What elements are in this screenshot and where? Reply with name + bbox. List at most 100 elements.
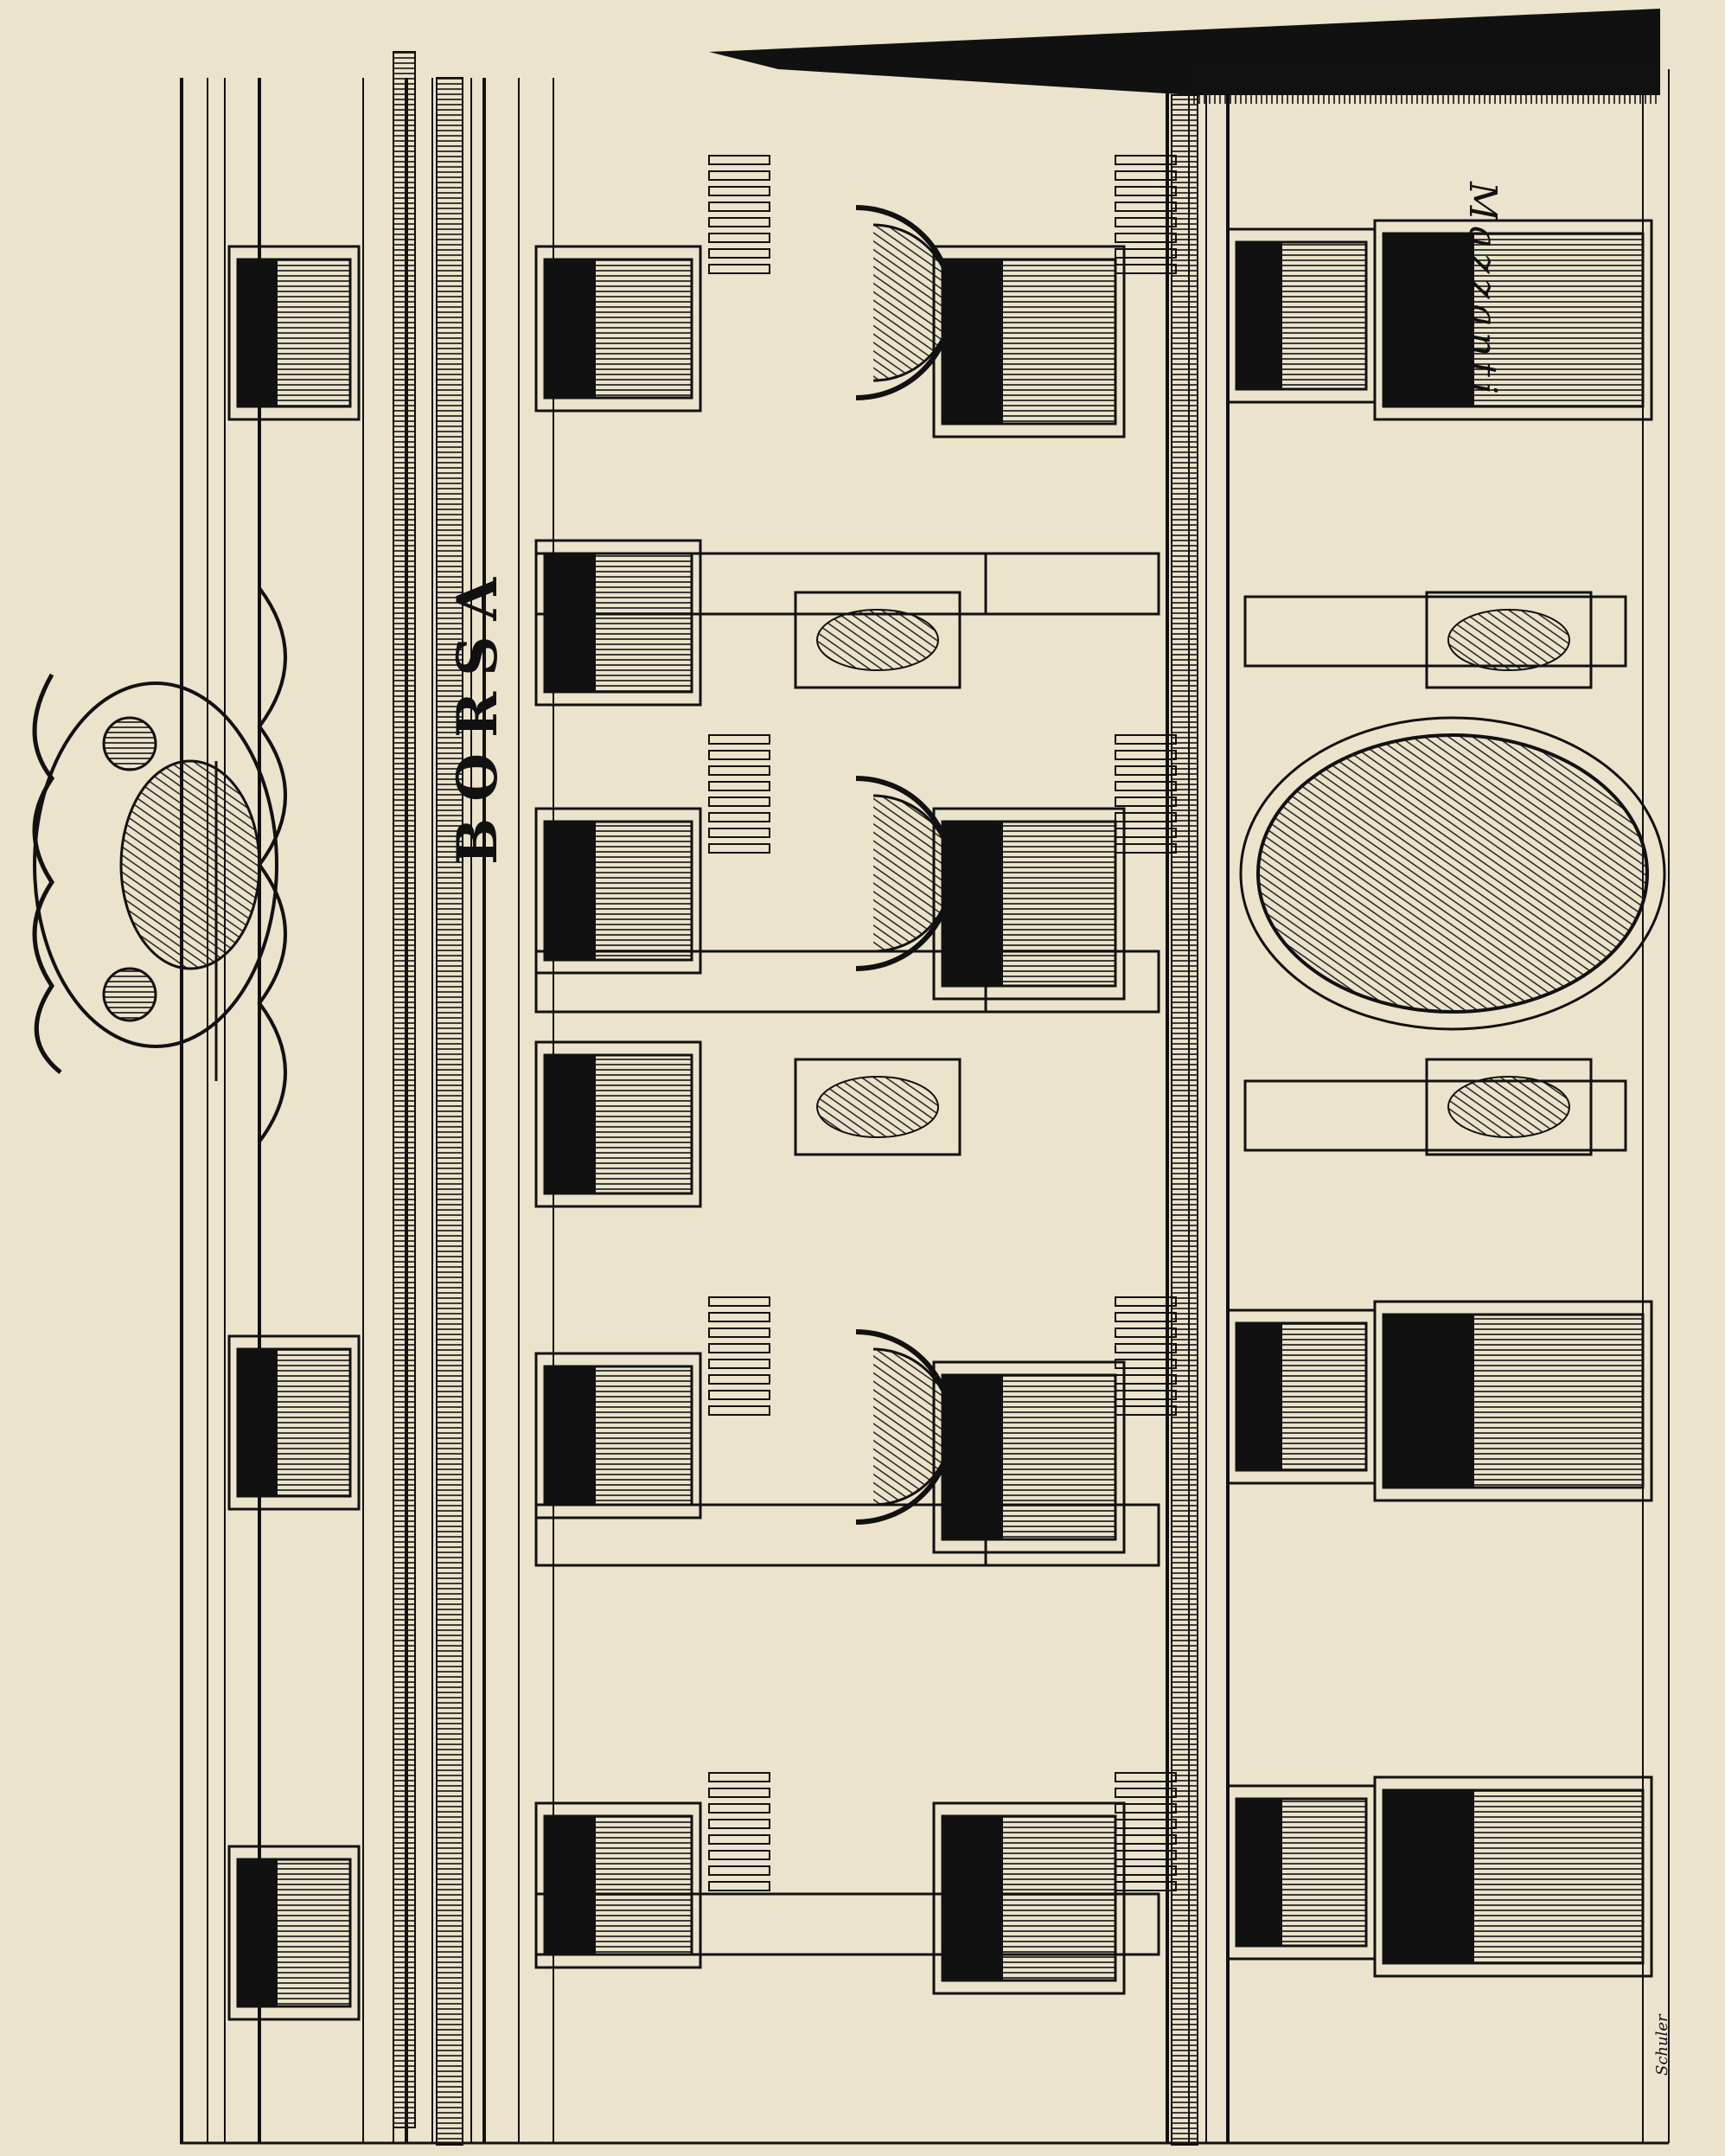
baluster bbox=[708, 797, 770, 807]
window-shadow bbox=[1383, 234, 1474, 406]
pilaster-block bbox=[534, 1503, 987, 1567]
window-shadow bbox=[238, 1859, 278, 2006]
statue-figure bbox=[1447, 1076, 1570, 1138]
baluster bbox=[708, 1865, 770, 1876]
baluster bbox=[1115, 233, 1177, 243]
window-frame bbox=[932, 1801, 1126, 1995]
baluster bbox=[708, 1850, 770, 1860]
baluster bbox=[1115, 1850, 1177, 1860]
baluster bbox=[708, 202, 770, 212]
window-frame bbox=[534, 1801, 702, 1969]
baluster bbox=[1115, 1819, 1177, 1829]
window-shadow bbox=[1236, 1799, 1282, 1946]
pilaster-block bbox=[984, 1892, 1160, 1956]
window-shadow bbox=[545, 259, 596, 398]
baluster bbox=[1115, 812, 1177, 822]
window-frame bbox=[1373, 219, 1653, 421]
pilaster-block bbox=[984, 552, 1160, 616]
baluster bbox=[708, 1881, 770, 1891]
baluster bbox=[708, 233, 770, 243]
window-frame bbox=[534, 1352, 702, 1519]
window-frame bbox=[534, 245, 702, 413]
baluster bbox=[708, 781, 770, 791]
baluster bbox=[1115, 1359, 1177, 1369]
niche-frame bbox=[1425, 1058, 1593, 1156]
baluster bbox=[708, 1312, 770, 1322]
baluster bbox=[708, 765, 770, 776]
niche-frame bbox=[794, 1058, 962, 1156]
arch-inner bbox=[872, 1347, 953, 1507]
baluster bbox=[1115, 170, 1177, 181]
baluster bbox=[708, 248, 770, 259]
window-shadow bbox=[545, 1055, 596, 1193]
window-shadow bbox=[1383, 1315, 1474, 1487]
window-frame bbox=[1373, 1300, 1653, 1502]
baluster bbox=[708, 1343, 770, 1353]
baluster bbox=[708, 1834, 770, 1845]
baluster bbox=[708, 186, 770, 196]
baluster bbox=[1115, 1803, 1177, 1814]
baluster bbox=[1115, 1312, 1177, 1322]
baluster bbox=[708, 217, 770, 227]
borsa-inscription: BORSA bbox=[445, 561, 510, 865]
baluster bbox=[1115, 1772, 1177, 1782]
baluster bbox=[1115, 264, 1177, 274]
window-frame bbox=[534, 539, 702, 707]
baluster bbox=[1115, 828, 1177, 838]
window-frame bbox=[534, 807, 702, 975]
window-shadow bbox=[942, 259, 1003, 424]
niche-frame bbox=[794, 591, 962, 689]
window-shadow bbox=[545, 553, 596, 692]
baluster bbox=[708, 734, 770, 745]
baluster bbox=[1115, 797, 1177, 807]
baluster bbox=[708, 1359, 770, 1369]
window-frame bbox=[1373, 1775, 1653, 1978]
baluster bbox=[708, 843, 770, 854]
baluster bbox=[1115, 1328, 1177, 1338]
artist-signature: Mazzanti bbox=[1460, 182, 1505, 400]
window-shadow bbox=[545, 822, 596, 960]
baluster bbox=[1115, 202, 1177, 212]
niche-frame bbox=[1425, 591, 1593, 689]
window-shadow bbox=[1236, 242, 1282, 389]
plate-border bbox=[180, 69, 1670, 2145]
roof-shadow-band bbox=[709, 9, 1660, 104]
baluster bbox=[1115, 1390, 1177, 1400]
window-shadow bbox=[545, 1366, 596, 1505]
baluster bbox=[1115, 1374, 1177, 1385]
dentil-strip bbox=[436, 77, 463, 2146]
baluster bbox=[708, 1819, 770, 1829]
window-shadow bbox=[942, 1816, 1003, 1980]
baluster bbox=[1115, 248, 1177, 259]
pilaster-block bbox=[984, 1503, 1160, 1567]
baluster bbox=[1115, 1405, 1177, 1416]
baluster bbox=[708, 170, 770, 181]
window-shadow bbox=[545, 1816, 596, 1954]
baluster bbox=[1115, 750, 1177, 760]
baluster bbox=[708, 1390, 770, 1400]
baluster bbox=[708, 812, 770, 822]
baluster bbox=[1115, 781, 1177, 791]
window-shadow bbox=[942, 822, 1003, 986]
baluster bbox=[1115, 155, 1177, 165]
window-shadow bbox=[1383, 1790, 1474, 1963]
engraver-credit: Schuler bbox=[1653, 2014, 1671, 2076]
horizontal-cornice-bands bbox=[180, 51, 1644, 2146]
ornamental-cartouche bbox=[32, 586, 287, 1143]
window-bays bbox=[227, 155, 1653, 2021]
window-frame bbox=[227, 245, 361, 421]
window-shadow bbox=[942, 1375, 1003, 1539]
baluster bbox=[708, 1328, 770, 1338]
baluster bbox=[1115, 186, 1177, 196]
baluster bbox=[708, 1405, 770, 1416]
baluster bbox=[708, 1374, 770, 1385]
baluster bbox=[708, 828, 770, 838]
baluster bbox=[708, 1296, 770, 1307]
baluster bbox=[708, 264, 770, 274]
baluster bbox=[1115, 765, 1177, 776]
dentil-strip bbox=[393, 51, 416, 2128]
window-frame bbox=[534, 1040, 702, 1208]
baluster bbox=[1115, 217, 1177, 227]
